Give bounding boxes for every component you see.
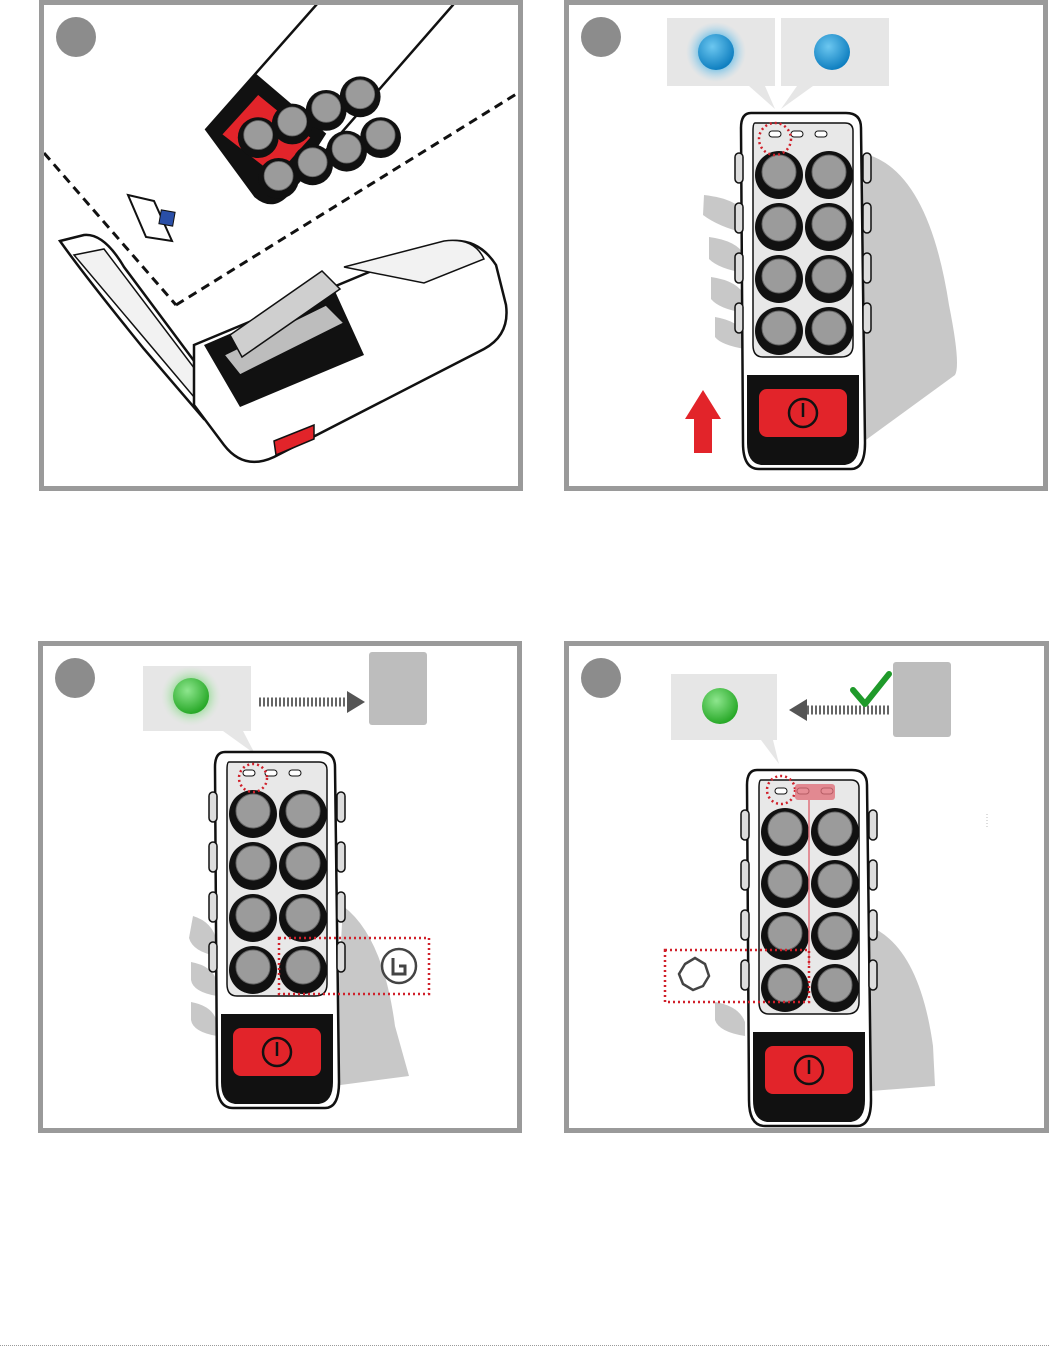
battery-insert-illustration [44,5,518,486]
panel-battery-insert [39,0,523,491]
checkmark-icon [853,674,889,704]
blue-led-glow-icon [686,22,746,82]
green-led-icon [702,688,738,724]
power-on-illustration [569,5,1043,486]
panel-pairing-send [38,641,522,1133]
green-led-glow-icon [161,666,221,726]
receiver-box-icon [893,662,951,737]
pairing-send-illustration [43,646,517,1128]
battery-compartment-icon [194,240,507,462]
panel-power-on [564,0,1048,491]
sim-card-icon [128,195,175,241]
up-arrow-icon [685,390,721,453]
receive-arrow-icon [789,699,891,721]
receiver-box-icon [369,652,427,725]
start-button-icon [382,949,416,983]
pairing-confirm-illustration [569,646,1044,1128]
transmit-arrow-icon [259,691,365,713]
blue-led-icon [814,34,850,70]
panel-pairing-confirm [564,641,1049,1133]
footer-divider [0,1345,1049,1346]
stop-octagon-icon [679,958,709,990]
